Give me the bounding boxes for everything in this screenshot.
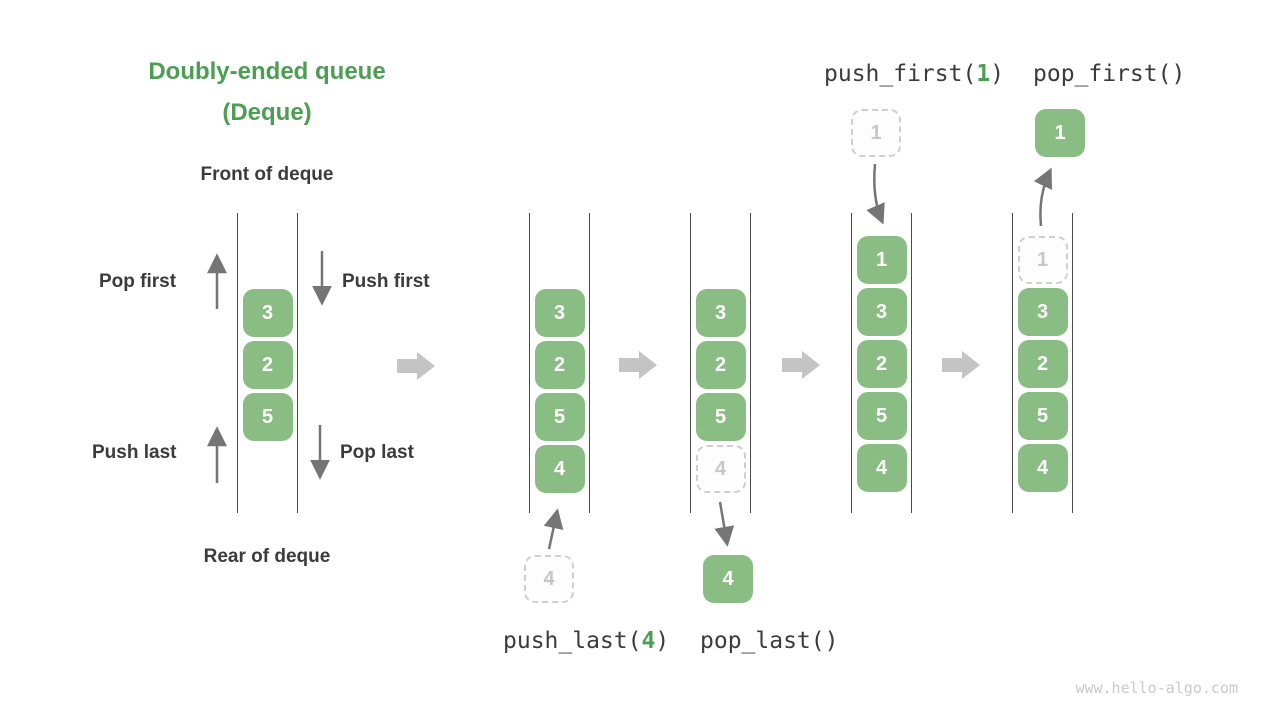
deque-cell: 2 (695, 341, 746, 389)
deque-cell: 3 (1017, 288, 1068, 336)
push-last-move-arrow-icon (543, 508, 564, 550)
deque-cell: 3 (856, 288, 907, 336)
deque-cell: 4 (534, 445, 585, 493)
diagram-title-line1: Doubly-ended queue (148, 58, 386, 85)
diagram-title-line2: (Deque) (222, 99, 312, 126)
deque-cell: 1 (856, 236, 907, 284)
rear-of-deque-label: Rear of deque (203, 546, 331, 567)
push-first-label: Push first (342, 271, 430, 292)
deque-cell: 4 (695, 445, 746, 493)
deque-cell: 5 (534, 393, 585, 441)
code-prefix: push_first( (824, 61, 977, 87)
deque-cell: 3 (242, 289, 293, 337)
step-arrow-icon (942, 351, 980, 379)
code-suffix: ) (655, 628, 670, 654)
watermark: www.hello-algo.com (1075, 679, 1238, 697)
push-last-code-label: push_last(4) (503, 628, 669, 654)
front-of-deque-label: Front of deque (200, 164, 334, 185)
pop-first-label: Pop first (99, 271, 177, 292)
deque-cell: 2 (856, 340, 907, 388)
deque-cell: 2 (534, 341, 585, 389)
code-suffix: ) (990, 61, 1005, 87)
deque-cell: 3 (534, 289, 585, 337)
deque-cell: 4 (856, 444, 907, 492)
deque-cell: 1 (1017, 236, 1068, 284)
push-last-ghost-cell: 4 (524, 555, 574, 603)
push-first-code-label: push_first(1) (824, 61, 1004, 87)
deque-cell: 5 (242, 393, 293, 441)
deque-cell: 2 (1017, 340, 1068, 388)
pop-last-code-label: pop_last() (700, 628, 839, 654)
deque-cell: 3 (695, 289, 746, 337)
pop-first-result-cell: 1 (1035, 109, 1085, 157)
pop-first-code-label: pop_first() (1033, 61, 1186, 87)
push-first-ghost-cell: 1 (851, 109, 901, 157)
pop-last-label: Pop last (340, 442, 414, 463)
deque-cell: 2 (242, 341, 293, 389)
code-arg: 1 (976, 61, 991, 87)
pop-last-result-cell: 4 (703, 555, 753, 603)
step-arrow-icon (397, 352, 435, 380)
code-prefix: push_last( (503, 628, 642, 654)
step-arrow-icon (782, 351, 820, 379)
deque-cell: 4 (1017, 444, 1068, 492)
deque-cell: 5 (695, 393, 746, 441)
step-arrow-icon (619, 351, 657, 379)
code-arg: 4 (641, 628, 656, 654)
push-last-label: Push last (92, 442, 177, 463)
deque-cell: 5 (856, 392, 907, 440)
deque-cell: 5 (1017, 392, 1068, 440)
